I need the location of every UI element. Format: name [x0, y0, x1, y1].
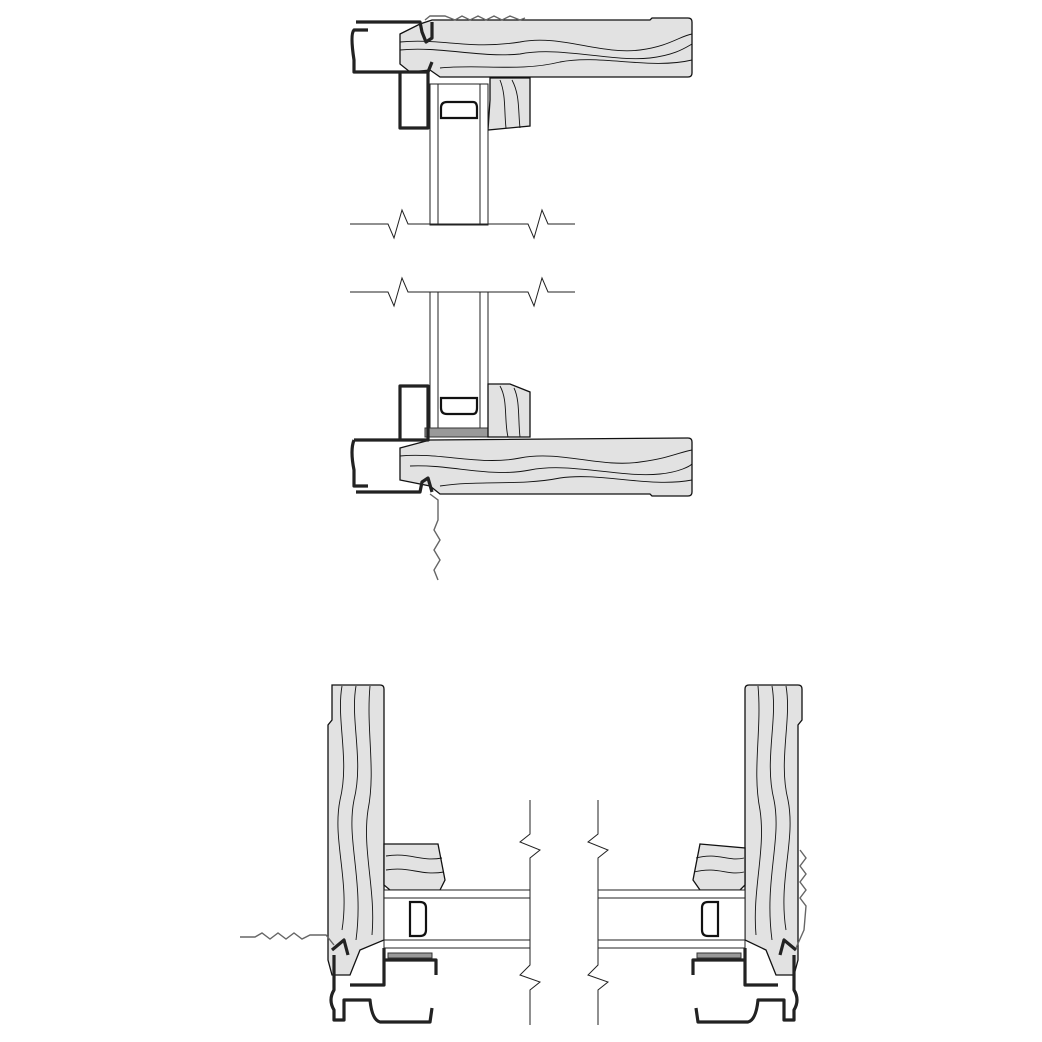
jamb-section	[240, 684, 807, 1025]
head-wood-frame	[399, 17, 693, 78]
sill-section	[350, 291, 693, 581]
wood-grain	[439, 476, 693, 487]
right-jamb-wood	[744, 684, 803, 976]
right-aluminum-frame	[691, 938, 799, 1024]
right-spacer	[700, 900, 720, 938]
wood-grain	[351, 685, 359, 941]
left-wood-stop	[383, 843, 446, 891]
right-flashing	[795, 849, 807, 949]
left-gasket	[387, 952, 433, 959]
head-aluminum-frame	[350, 20, 434, 130]
wood-grain	[754, 685, 762, 936]
wood-grain	[783, 685, 791, 931]
wood-grain	[499, 385, 521, 438]
right-glass-unit	[597, 889, 746, 949]
wood-grain	[366, 685, 374, 936]
break-line	[587, 800, 610, 1025]
wood-grain	[439, 59, 693, 69]
wood-grain	[409, 463, 693, 476]
right-wood-stop	[692, 843, 746, 891]
left-jamb-wood	[327, 684, 385, 976]
wood-grain	[499, 79, 521, 129]
sill-spacer	[439, 396, 479, 416]
left-aluminum-frame	[329, 938, 438, 1024]
left-flashing	[240, 932, 335, 946]
wood-grain	[769, 685, 777, 941]
head-section	[350, 15, 693, 308]
sill-wood-frame	[399, 437, 693, 497]
flashing	[429, 493, 441, 581]
head-wood-stop	[487, 77, 531, 131]
break-line	[350, 208, 575, 240]
left-spacer	[408, 900, 428, 938]
wood-grain	[399, 43, 693, 60]
wood-grain	[337, 685, 345, 931]
break-line	[519, 800, 542, 1025]
head-spacer	[439, 100, 479, 120]
wood-grain	[399, 449, 693, 464]
setting-block	[424, 427, 489, 438]
left-glass-unit	[383, 889, 531, 949]
wood-grain	[399, 33, 693, 52]
sill-aluminum-frame	[350, 384, 434, 494]
wood-grain	[693, 855, 745, 874]
sill-wood-stop	[487, 383, 531, 438]
wood-grain	[385, 854, 445, 874]
right-gasket	[696, 952, 742, 959]
flashing	[424, 15, 526, 21]
